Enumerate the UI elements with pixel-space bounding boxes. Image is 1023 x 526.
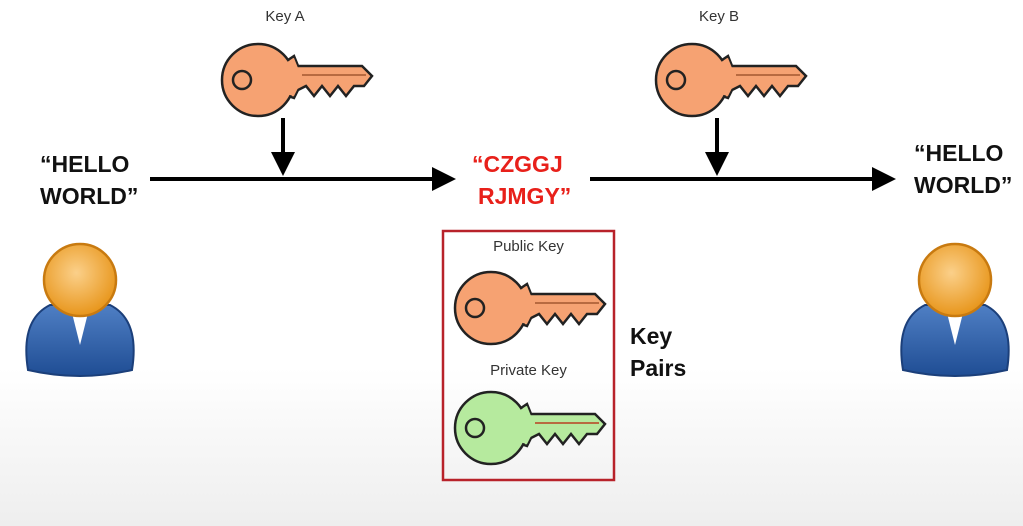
private-key-label: Private Key (490, 362, 567, 379)
plaintext-right-line2: WORLD” (914, 172, 1013, 198)
key-pairs-line2: Pairs (630, 355, 687, 381)
plaintext-left-line2: WORLD” (40, 183, 139, 209)
plaintext-right-line1: “HELLO (914, 140, 1004, 166)
key-a-icon (220, 42, 374, 118)
key-a-label: Key A (265, 8, 305, 25)
ciphertext-line2: RJMGY” (478, 183, 572, 209)
plaintext-right: “HELLO WORLD” (914, 137, 1012, 201)
ciphertext-line1: “CZGGJ (472, 151, 563, 177)
key-pairs-caption: Key Pairs (630, 320, 686, 384)
receiver-user-icon (900, 242, 1010, 378)
key-b-label: Key B (698, 8, 740, 25)
sender-user-icon (25, 242, 135, 378)
key-pairs-line1: Key (630, 323, 673, 349)
plaintext-left-line1: “HELLO (40, 151, 130, 177)
plaintext-left: “HELLO WORLD” (40, 148, 138, 212)
public-key-icon (453, 270, 607, 346)
key-pair-box (441, 229, 616, 482)
key-b-icon (654, 42, 808, 118)
public-key-label: Public Key (493, 238, 564, 255)
private-key-icon (453, 390, 607, 466)
ciphertext: “CZGGJ RJMGY” (472, 148, 571, 212)
